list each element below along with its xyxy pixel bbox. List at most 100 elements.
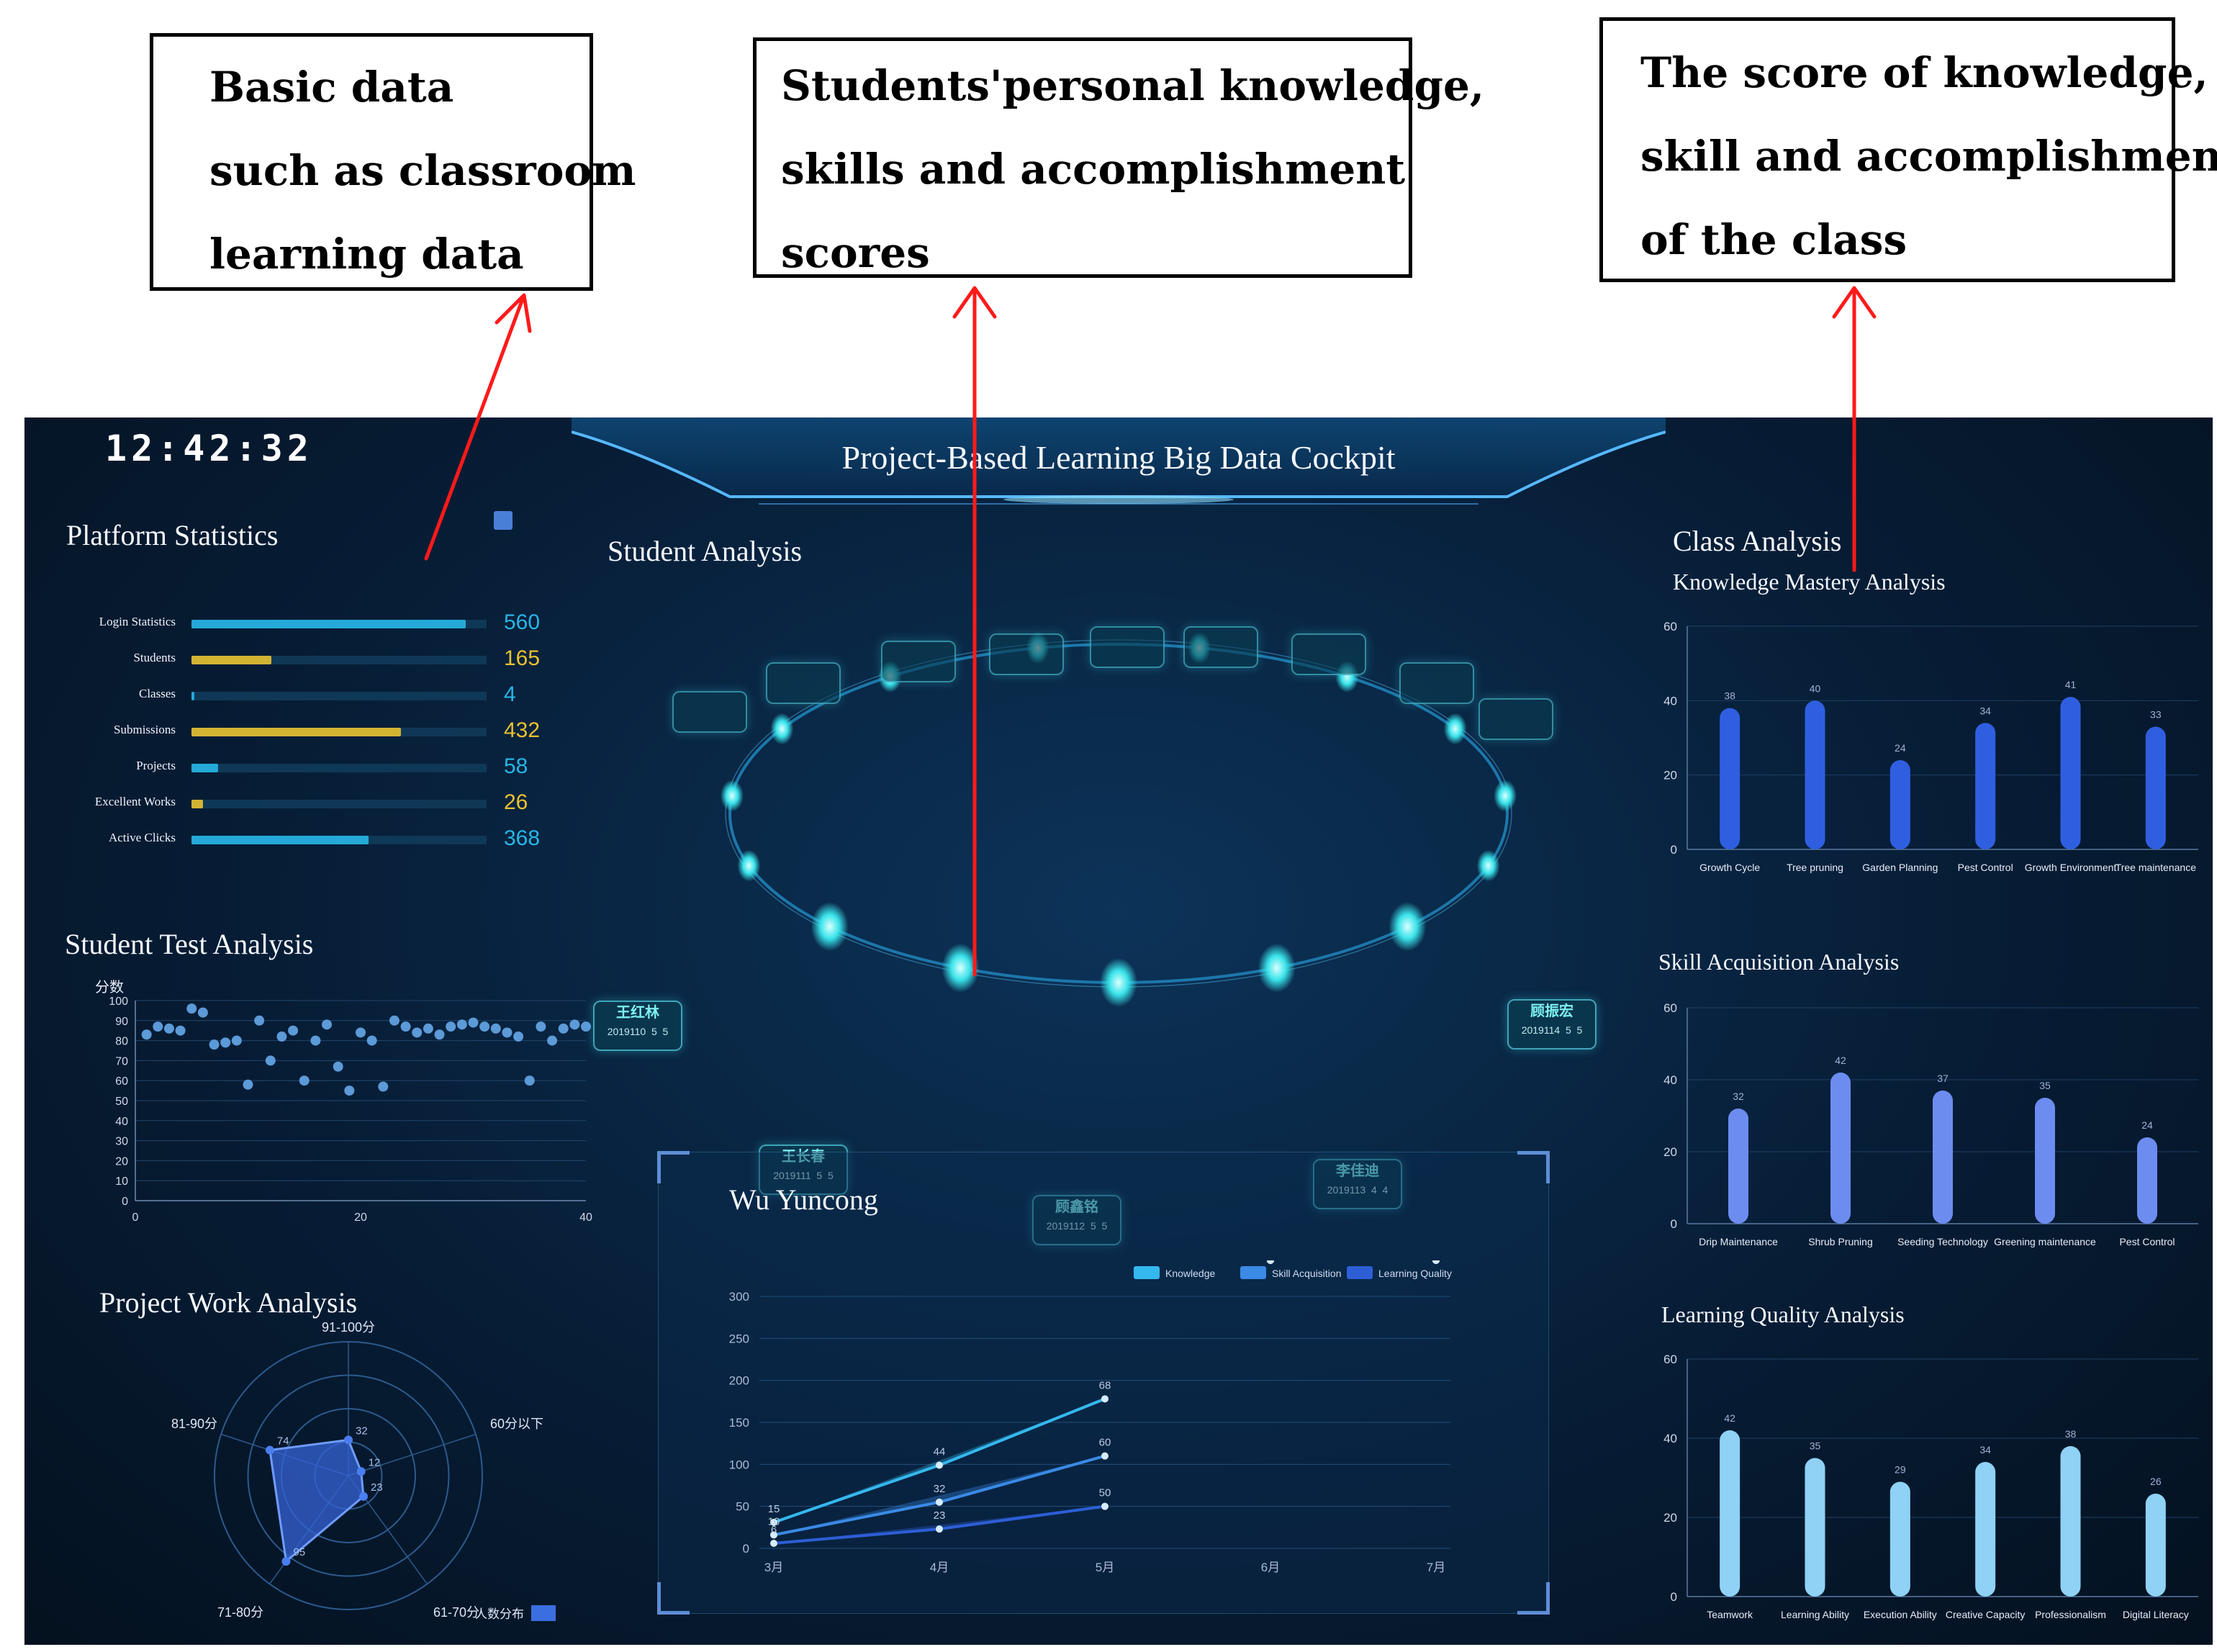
x-tick-label: 4月: [930, 1561, 949, 1574]
x-tick-label: Pest Control: [2119, 1236, 2175, 1247]
stat-value: 58: [504, 754, 528, 778]
radar-spoke: [348, 1433, 477, 1476]
orbit-node-glow: [1100, 958, 1137, 1007]
student-node-detail: 2019114 5 5: [1509, 1022, 1595, 1038]
student-node-card-small[interactable]: [766, 662, 841, 704]
orbit-node-glow: [1443, 713, 1467, 745]
frame-corner: [657, 1582, 690, 1615]
radar-point-label: 74: [277, 1435, 289, 1448]
student-node-card-small[interactable]: [881, 641, 956, 682]
bar: [1805, 1458, 1825, 1597]
series-point: [1101, 1452, 1108, 1460]
dashboard-screen: 12:42:32 Project-Based Learning Big Data…: [24, 417, 2213, 1645]
legend-swatch: [1347, 1266, 1373, 1279]
bar: [2035, 1098, 2055, 1224]
stat-fill: [191, 692, 195, 700]
y-tick-label: 300: [729, 1290, 749, 1304]
stat-label: Login Statistics: [99, 615, 176, 628]
radar-point-label: 95: [293, 1546, 305, 1558]
student-node-id: 2019114: [1521, 1024, 1561, 1036]
y-tick-label: 20: [1663, 1145, 1677, 1159]
scatter-point: [569, 1019, 580, 1030]
radar-axis-label: 61-70分: [433, 1605, 479, 1620]
student-node-name: 李佳迪: [1336, 1163, 1379, 1179]
legend-label: Knowledge: [1165, 1268, 1215, 1279]
scatter-point: [310, 1035, 321, 1046]
orbit-node-glow: [720, 780, 744, 812]
radar-axis-label: 71-80分: [217, 1605, 263, 1620]
student-node-score-b: 5: [828, 1170, 834, 1181]
x-tick-label: 3月: [764, 1561, 783, 1574]
y-tick-label: 20: [1663, 769, 1677, 782]
orbit-node-glow: [942, 943, 980, 993]
callout-line: scores: [781, 228, 930, 277]
stat-value: 26: [504, 790, 528, 814]
stat-fill: [191, 764, 218, 772]
scatter-point: [265, 1055, 276, 1066]
student-node-card-small[interactable]: [989, 633, 1064, 675]
stat-fill: [191, 656, 271, 664]
orbit-node-glow: [811, 902, 849, 952]
scatter-point: [288, 1025, 299, 1036]
student-name-title: Wu Yuncong: [729, 1183, 878, 1216]
student-node-card-small[interactable]: [1478, 698, 1553, 740]
scatter-point: [243, 1079, 253, 1090]
data-label: 60: [1099, 1437, 1111, 1449]
learning-quality-title: Learning Quality Analysis: [1661, 1301, 1905, 1327]
data-label: 32: [1733, 1091, 1744, 1102]
scatter-point: [536, 1021, 546, 1032]
radar-point: [356, 1467, 366, 1476]
series-point: [936, 1525, 943, 1533]
series-point: [1432, 1260, 1440, 1264]
bar: [1830, 1073, 1851, 1224]
student-node-card-small[interactable]: [672, 691, 747, 733]
student-growth-area-chart: 0501001502002503003月4月5月6月7月154468909810…: [729, 1260, 1452, 1574]
student-node-card-small[interactable]: [1291, 633, 1366, 675]
y-tick-label: 150: [729, 1416, 749, 1430]
data-label: 35: [1810, 1440, 1821, 1452]
stat-track: [191, 836, 487, 844]
bar: [1728, 1109, 1748, 1224]
stat-value: 368: [504, 826, 541, 850]
bar: [2145, 1494, 2166, 1597]
radar-point: [344, 1435, 353, 1445]
bar: [1975, 723, 1996, 849]
student-node-card-small[interactable]: [1399, 662, 1474, 704]
student-node-score-a: 5: [1565, 1024, 1571, 1036]
student-node-card-small[interactable]: [1090, 626, 1165, 668]
scatter-point: [197, 1007, 208, 1018]
header-banner: [572, 417, 1666, 505]
x-tick-label: Tree maintenance: [2116, 862, 2197, 873]
student-node-detail: 2019111 5 5: [760, 1168, 846, 1183]
y-tick-label: 100: [109, 996, 128, 1008]
legend-swatch: [531, 1605, 556, 1621]
student-node-card-small[interactable]: [1183, 626, 1258, 668]
data-label: 10: [768, 1515, 780, 1527]
data-label: 40: [1810, 682, 1821, 694]
stat-value: 432: [504, 718, 541, 742]
y-tick-label: 90: [115, 1016, 128, 1028]
series-point: [936, 1461, 943, 1469]
x-tick-label: Growth Cycle: [1699, 862, 1760, 873]
legend-label: Skill Acquisition: [1272, 1268, 1342, 1279]
y-tick-label: 40: [1663, 1073, 1677, 1087]
student-node-id: 2019113: [1327, 1184, 1366, 1196]
series-point: [770, 1540, 777, 1547]
class-analysis-title: Class Analysis: [1673, 525, 1842, 557]
student-node-id: 2019110: [607, 1026, 646, 1037]
scatter-point: [276, 1032, 287, 1042]
scatter-point: [468, 1017, 479, 1028]
x-tick-label: Garden Planning: [1862, 862, 1938, 873]
x-tick-label: Teamwork: [1707, 1609, 1753, 1620]
student-analysis-title: Student Analysis: [608, 535, 803, 567]
radar-area: [268, 1438, 365, 1564]
